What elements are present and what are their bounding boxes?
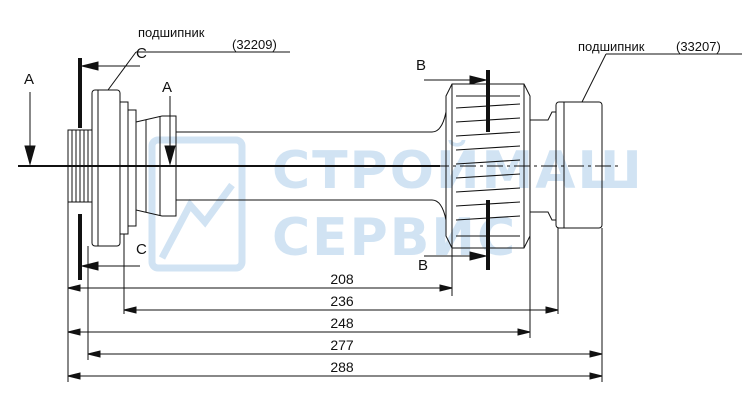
section-a-left: A [24, 71, 35, 88]
section-c-bottom: C [136, 241, 147, 258]
section-c-top: C [136, 45, 147, 62]
section-a-right: A [162, 79, 173, 96]
dimension-277: 277 [330, 337, 354, 353]
dimension-208: 208 [330, 271, 354, 287]
left-bearing-code: (32209) [232, 37, 277, 52]
section-b-bottom: B [418, 257, 429, 274]
left-bearing-label: подшипник [138, 25, 205, 40]
right-bearing-code: (33207) [676, 39, 721, 54]
section-b-top: B [416, 57, 427, 74]
dimension-248: 248 [330, 315, 354, 331]
watermark-line1: СТРОЙМАШ [272, 141, 644, 201]
dimension-288: 288 [330, 359, 354, 375]
dimension-236: 236 [330, 293, 354, 309]
right-bearing-label: подшипник [578, 39, 645, 54]
